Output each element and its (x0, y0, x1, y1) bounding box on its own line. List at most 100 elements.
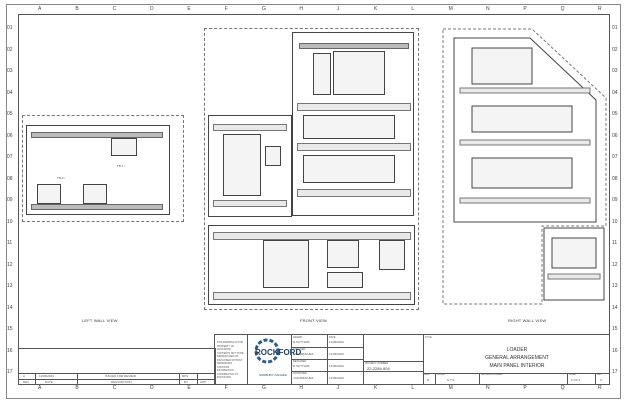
drawn-date-label: DATE (329, 336, 336, 339)
grid-row-label: 03 (7, 68, 13, 74)
grid-row-label: 17 (7, 369, 13, 375)
grid-column-label: J (336, 6, 340, 12)
sheet-label: SHEET (569, 374, 577, 376)
grid-column-label: M (448, 6, 453, 12)
grid-column-label: A (38, 385, 42, 391)
rev-header-description: DESCRIPTION (111, 380, 132, 384)
grid-row-label: 14 (7, 304, 13, 311)
grid-row-label: 10 (612, 218, 618, 225)
grid-row-label: 07 (612, 154, 618, 160)
drawn-by: R.SUTTHIM (293, 340, 310, 344)
grid-column-label: G (262, 6, 266, 12)
grid-column-label: F (224, 6, 228, 12)
front-left-panel (208, 115, 292, 217)
grid-column-label: R (598, 6, 602, 12)
title-line-2: GENERAL ARRANGEMENT (485, 355, 549, 361)
grid-column-label: G (262, 385, 266, 391)
rev-header-date: DATE (45, 380, 53, 384)
grid-column-label: J (336, 385, 340, 391)
grid-row-label: 10 (7, 218, 13, 225)
grid-column-label: K (374, 6, 378, 12)
grid-column-label: L (411, 6, 415, 12)
grid-column-label: H (299, 6, 303, 12)
rev-label: REV (597, 374, 602, 376)
checked-by: J.RODRIGUEZ (293, 352, 314, 356)
left-wall-panel: TB-1 / TB-2 / (26, 125, 170, 215)
rockford-logo (254, 338, 280, 364)
left-wall-outline (22, 115, 184, 222)
grid-column-label: M (448, 385, 453, 391)
grid-column-label: D (150, 6, 154, 12)
project-number-label: PROJECT NUMBER (365, 362, 389, 365)
grid-row-label: 04 (612, 89, 618, 96)
grid-row-label: 02 (7, 46, 13, 53)
grid-row-label: 08 (612, 175, 618, 182)
confidential-notice: THIS DRAWING IS THE PROPERTY OF ROCKFORD… (217, 341, 244, 379)
grid-row-label: 04 (7, 89, 13, 96)
grid-column-label: E (187, 385, 191, 391)
grid-column-label: F (224, 385, 228, 391)
rev-row-by: RPS (182, 374, 189, 378)
sheet-border (6, 4, 621, 399)
grid-row-label: 15 (612, 326, 618, 332)
approved-by: J.RODRIGUEZ (293, 376, 314, 380)
grid-row-label: 06 (612, 132, 618, 139)
rev-row-rev: A (23, 374, 26, 378)
project-number: 22-2284-904 (367, 366, 390, 371)
checked-date: 11/06/2023 (329, 352, 344, 356)
sheet-value: 2 OF 2 (571, 378, 581, 382)
title-label: TITLE (425, 336, 432, 339)
rev-header-app: APP (200, 380, 207, 384)
grid-column-label: P (523, 385, 527, 391)
size-value: B (427, 378, 430, 382)
revision-block: A 11/06/2023 ISSUED FOR REVIEW RPS REV D… (18, 348, 216, 385)
grid-row-label: 13 (612, 283, 618, 289)
grid-row-label: 06 (7, 132, 13, 139)
grid-column-label: B (75, 6, 79, 12)
grid-row-label: 16 (612, 347, 618, 354)
grid-column-label: E (187, 6, 191, 12)
title-line-1: LOADER (506, 347, 528, 353)
drawing-number-label: DRAWING NUMBER (481, 374, 503, 376)
grid-column-label: K (374, 385, 378, 391)
grid-column-label: Q (560, 385, 565, 391)
approved-date: 11/06/2023 (329, 376, 344, 380)
grid-row-label: 05 (612, 111, 618, 117)
grid-column-label: D (150, 385, 154, 391)
grid-row-label: 11 (7, 240, 13, 246)
grid-row-label: 08 (7, 175, 13, 182)
company-name: ROCKFORD (255, 348, 302, 357)
grid-column-label: P (523, 6, 527, 12)
grid-column-label: A (38, 6, 42, 12)
company-sub: SUDBURY CANADA (259, 373, 287, 377)
checked-label: CHECKED (293, 348, 306, 351)
grid-row-label: 05 (7, 111, 13, 117)
grid-column-label: H (299, 385, 303, 391)
grid-row-label: 03 (612, 68, 618, 74)
title-block: THIS DRAWING IS THE PROPERTY OF ROCKFORD… (214, 334, 610, 385)
drawn-label: DRAWN (293, 336, 303, 339)
designed-date: 11/06/2023 (329, 364, 344, 368)
grid-row-label: 14 (612, 304, 618, 311)
scale-value: N.T.S. (447, 378, 456, 382)
rev-header-rev: REV (23, 380, 30, 384)
grid-row-label: 11 (612, 240, 618, 246)
rev-row-date: 11/06/2023 (39, 374, 54, 378)
front-view-label: FRONT VIEW (300, 318, 328, 323)
designed-label: DESIGNED (293, 360, 307, 363)
grid-column-label: C (112, 6, 117, 12)
grid-column-label: R (598, 385, 602, 391)
grid-row-label: 01 (7, 25, 13, 31)
grid-row-label: 12 (7, 261, 13, 268)
grid-column-label: Q (560, 6, 565, 12)
right-wall-view-label: RIGHT WALL VIEW (508, 318, 547, 323)
grid-column-label: N (486, 6, 490, 12)
designed-by: R.SUTTHIM (293, 364, 310, 368)
rev-header-by: BY (184, 380, 189, 384)
scale-label: SCALE (437, 374, 445, 376)
approved-label: APPROVED (293, 372, 307, 375)
grid-row-label: 09 (612, 197, 618, 203)
grid-row-label: 16 (7, 347, 13, 354)
grid-column-label: C (112, 385, 117, 391)
left-wall-view-label: LEFT WALL VIEW (82, 318, 118, 323)
